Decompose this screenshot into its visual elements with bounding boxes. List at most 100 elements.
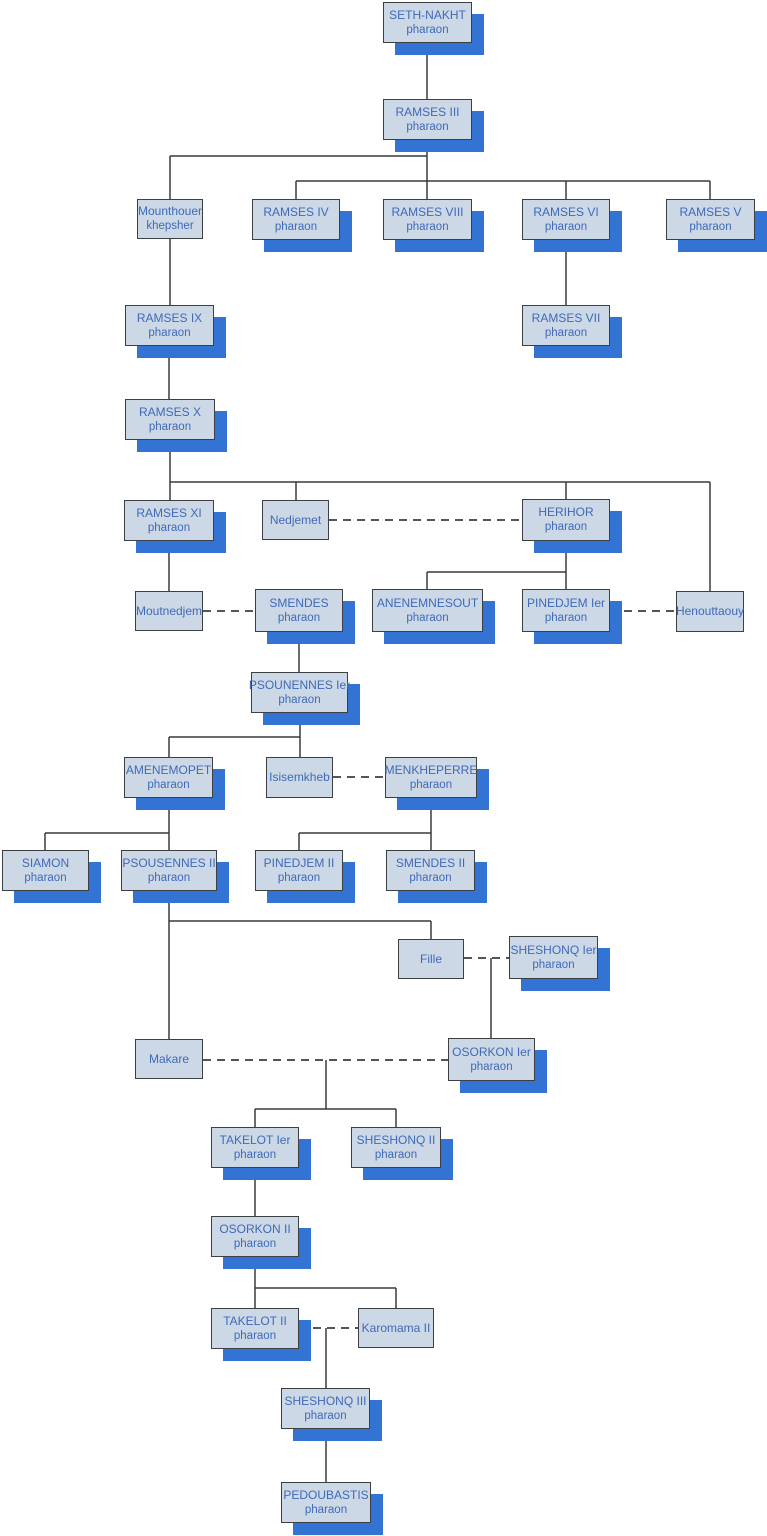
node-line2: pharaon	[147, 778, 190, 791]
node-ramses-vii: RAMSES VII pharaon	[522, 305, 610, 346]
node-line2: pharaon	[409, 871, 452, 884]
node-line1: Moutnedjem	[135, 603, 203, 618]
node-line1: OSORKON II	[219, 1221, 291, 1236]
node-line2: pharaon	[544, 611, 588, 624]
node-line2: pharaon	[409, 778, 453, 791]
node-line1: HERIHOR	[538, 505, 594, 519]
node-line2: pharaon	[406, 120, 449, 133]
node-siamon: SIAMON pharaon	[2, 850, 89, 891]
node-henouttaouy: Henouttaouy	[676, 591, 744, 632]
node-fille: Fille	[398, 939, 464, 979]
node-osorkon-ii: OSORKON II pharaon	[211, 1216, 299, 1257]
node-line2: pharaon	[278, 693, 321, 706]
node-line1: SIAMON	[21, 855, 70, 870]
node-line1: PEDOUBASTIS	[283, 1487, 369, 1502]
node-line1: Nedjemet	[269, 512, 322, 527]
node-line2: pharaon	[233, 1237, 277, 1250]
node-line1: OSORKON Ier	[452, 1044, 531, 1059]
node-line1: Karomama II	[361, 1320, 431, 1335]
node-takelot-ii: TAKELOT II pharaon	[211, 1308, 299, 1349]
node-line1: RAMSES III	[395, 104, 460, 119]
node-line2: pharaon	[274, 220, 318, 233]
node-mounthouer-khepsher: Mounthouer khepsher	[137, 199, 203, 239]
node-moutnedjem: Moutnedjem	[135, 591, 203, 631]
node-line2: pharaon	[406, 611, 449, 624]
node-line1: TAKELOT II	[223, 1313, 287, 1328]
node-sheshonq-ii: SHESHONQ II pharaon	[351, 1127, 441, 1168]
node-anenemnesout: ANENEMNESOUT pharaon	[372, 589, 483, 632]
node-ramses-viii: RAMSES VIII pharaon	[383, 199, 472, 240]
node-karomama-ii: Karomama II	[358, 1308, 434, 1348]
node-sheshonq-ier: SHESHONQ Ier pharaon	[509, 936, 598, 979]
node-line1: Fille	[419, 951, 442, 966]
node-line1: TAKELOT Ier	[219, 1132, 291, 1147]
node-line1: PINEDJEM II	[263, 855, 335, 870]
node-line1: PSOUNENNES Ier	[248, 677, 351, 692]
node-herihor: HERIHOR pharaon	[522, 499, 610, 541]
marriage-lines	[203, 519, 676, 1329]
node-line1: Makare	[148, 1051, 189, 1066]
node-line2: pharaon	[532, 958, 575, 971]
node-line2: pharaon	[304, 1409, 347, 1422]
node-ramses-ix: RAMSES IX pharaon	[125, 305, 214, 346]
descent-lines	[44, 43, 711, 1482]
node-line2: khepsher	[146, 220, 194, 232]
node-line2: pharaon	[277, 611, 321, 624]
node-line2: pharaon	[304, 1503, 348, 1516]
node-line2: pharaon	[544, 220, 588, 233]
node-line2: pharaon	[406, 23, 449, 36]
node-line1: RAMSES IX	[136, 310, 203, 325]
node-line2: pharaon	[233, 1148, 277, 1161]
node-line2: pharaon	[277, 871, 321, 884]
node-isisemkheb: Isisemkheb	[266, 757, 333, 798]
node-sheshonq-iii: SHESHONQ III pharaon	[281, 1388, 370, 1429]
node-psousennes-ii: PSOUSENNES II pharaon	[121, 850, 217, 891]
node-line1: SHESHONQ II	[356, 1132, 436, 1147]
node-menkheperre: MENKHEPERRE pharaon	[385, 757, 477, 798]
node-line1: SMENDES II	[395, 855, 466, 870]
node-line1: MENKHEPERRE	[384, 762, 478, 777]
node-line1: RAMSES V	[679, 204, 742, 219]
node-amenemopet: AMENEMOPET pharaon	[124, 757, 213, 798]
node-pinedjem-ier: PINEDJEM Ier pharaon	[522, 589, 610, 632]
node-line1: PINEDJEM Ier	[526, 595, 605, 610]
node-ramses-x: RAMSES X pharaon	[125, 399, 215, 440]
node-line2: pharaon	[233, 1329, 277, 1342]
node-osorkon-ier: OSORKON Ier pharaon	[448, 1038, 535, 1081]
node-ramses-v: RAMSES V pharaon	[666, 199, 755, 240]
node-ramses-xi: RAMSES XI pharaon	[124, 500, 214, 541]
node-smendes: SMENDES pharaon	[255, 589, 343, 632]
node-line2: pharaon	[374, 1148, 418, 1161]
node-line1: AMENEMOPET	[125, 762, 212, 777]
node-line1: RAMSES IV	[263, 204, 329, 219]
node-line1: RAMSES VI	[533, 204, 599, 219]
node-line1: Mounthouer	[137, 204, 203, 218]
node-line1: RAMSES XI	[136, 505, 202, 520]
node-line1: RAMSES VII	[531, 310, 601, 325]
node-line1: SMENDES	[269, 595, 329, 610]
node-pedoubastis: PEDOUBASTIS pharaon	[281, 1482, 371, 1523]
node-line2: pharaon	[544, 326, 588, 339]
node-ramses-vi: RAMSES VI pharaon	[522, 199, 610, 240]
node-line2: pharaon	[406, 220, 449, 233]
node-line2: pharaon	[147, 871, 191, 884]
node-line2: pharaon	[470, 1060, 513, 1073]
node-smendes-ii: SMENDES II pharaon	[386, 850, 475, 891]
node-nedjemet: Nedjemet	[262, 500, 329, 540]
node-psounennes-ier: PSOUNENNES Ier pharaon	[248, 672, 351, 713]
node-line1: SHESHONQ Ier	[510, 942, 597, 957]
node-line1: SHESHONQ III	[284, 1393, 367, 1408]
node-takelot-ier: TAKELOT Ier pharaon	[211, 1127, 299, 1168]
node-line2: pharaon	[148, 326, 191, 339]
node-line1: RAMSES X	[138, 404, 201, 419]
node-ramses-iii: RAMSES III pharaon	[383, 99, 472, 140]
node-line1: PSOUSENNES II	[122, 855, 216, 870]
node-ramses-iv: RAMSES IV pharaon	[252, 199, 340, 240]
node-line1: SETH-NAKHT	[389, 7, 466, 22]
node-line1: Henouttaouy	[675, 604, 745, 618]
node-pinedjem-ii: PINEDJEM II pharaon	[255, 850, 343, 891]
node-line1: RAMSES VIII	[391, 204, 464, 219]
node-line1: Isisemkheb	[269, 770, 330, 784]
